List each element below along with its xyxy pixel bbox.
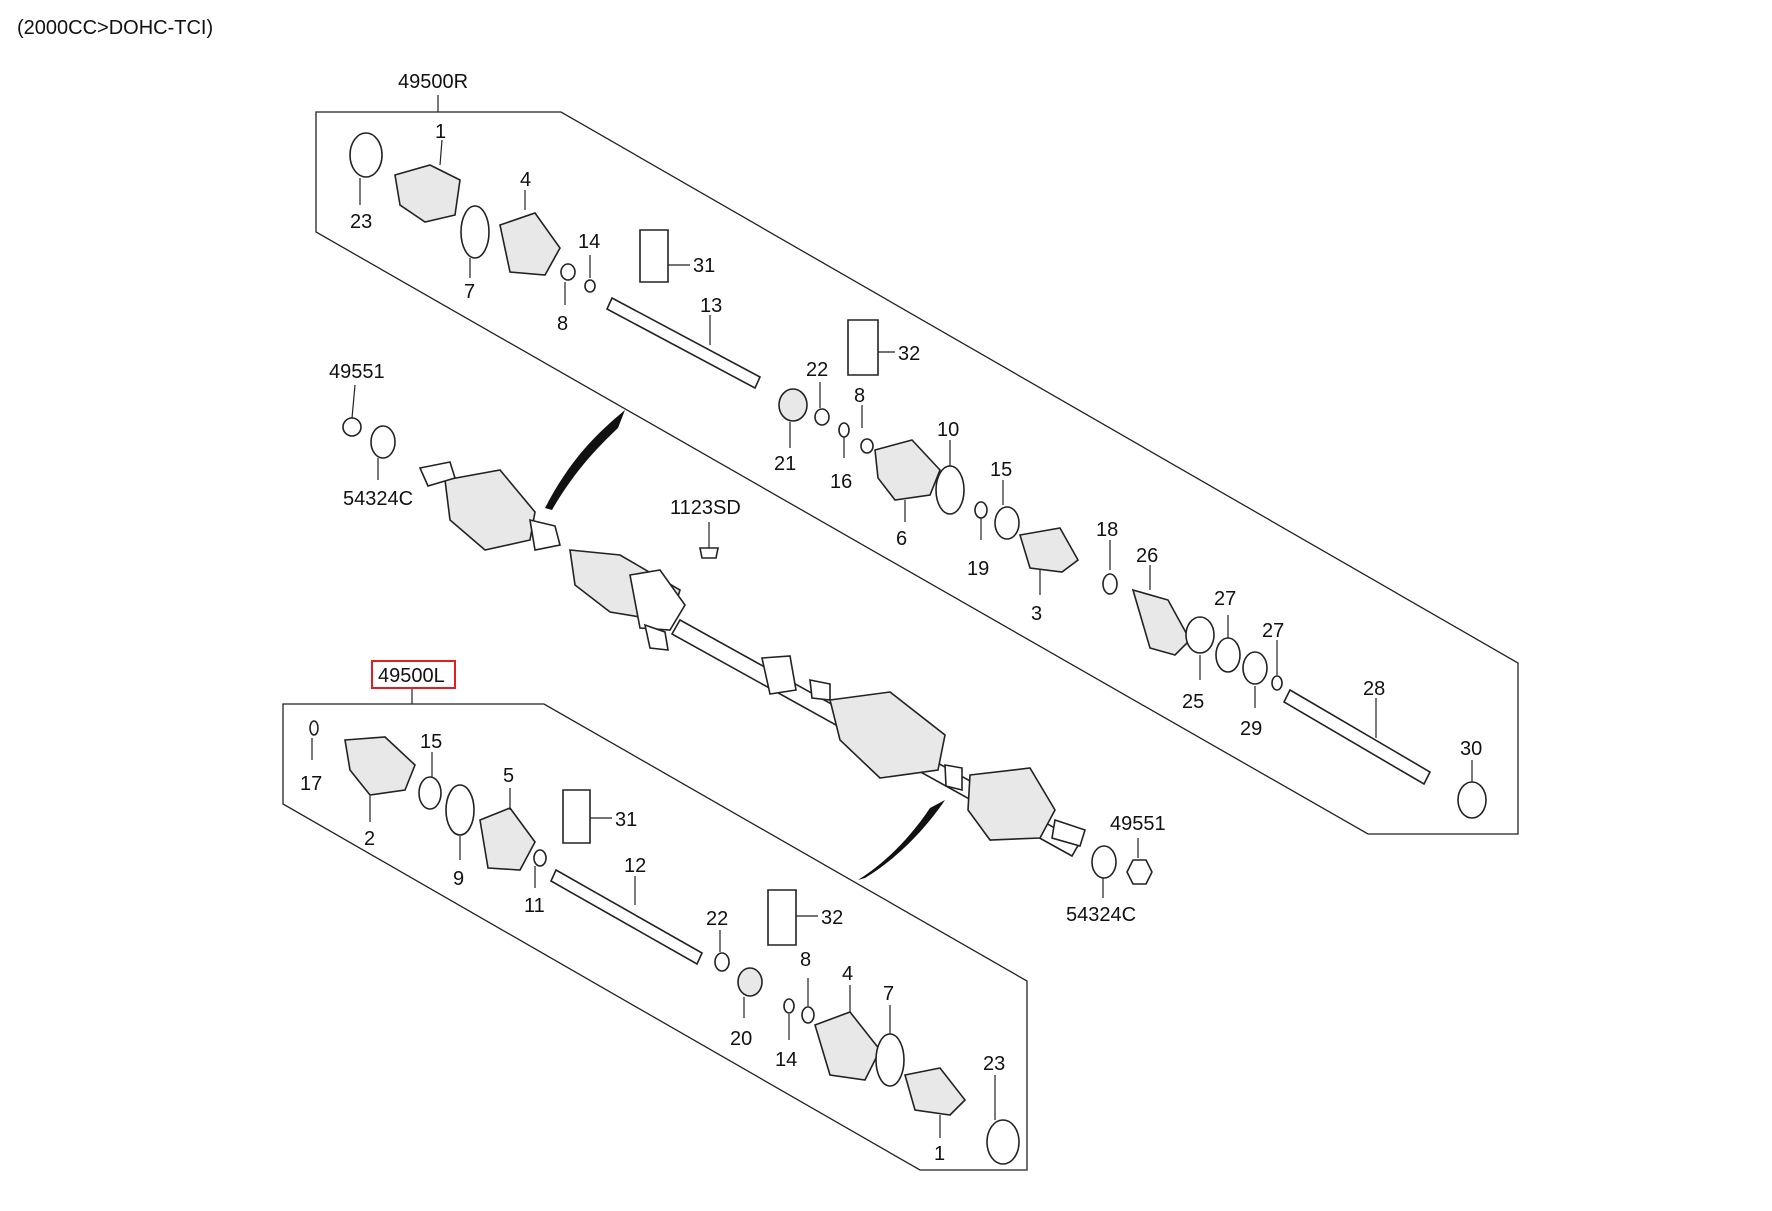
callout-r10[interactable]: 10	[937, 419, 959, 441]
callout-l12[interactable]: 12	[624, 855, 646, 877]
right-assembly-callouts: 23 1 7 4 8 14 31 13 32 22 21 8 16 10 6 1…	[350, 121, 1482, 782]
left-assembly-group: 49500L	[282, 660, 1028, 1171]
callout-l11[interactable]: 11	[524, 895, 545, 917]
right-assembly-label[interactable]: 49500R	[398, 71, 468, 93]
callout-l32[interactable]: 32	[821, 907, 843, 929]
callout-r28[interactable]: 28	[1363, 678, 1385, 700]
right-assembly-parts	[349, 132, 1487, 819]
callout-r3[interactable]: 3	[1031, 603, 1042, 625]
callout-l17[interactable]: 17	[300, 773, 322, 795]
callout-r21[interactable]: 21	[774, 453, 796, 475]
callout-r22[interactable]: 22	[806, 359, 828, 381]
callout-l2[interactable]: 2	[364, 828, 375, 850]
callout-l22[interactable]: 22	[706, 908, 728, 930]
callout-r23[interactable]: 23	[350, 211, 372, 233]
callout-r31[interactable]: 31	[693, 255, 715, 277]
right-assembly-frame	[315, 111, 1519, 835]
callout-l15[interactable]: 15	[420, 731, 442, 753]
left-assembly-label[interactable]: 49500L	[378, 665, 445, 687]
callout-r14[interactable]: 14	[578, 231, 600, 253]
callout-r26[interactable]: 26	[1136, 545, 1158, 567]
callout-r30[interactable]: 30	[1460, 738, 1482, 760]
callout-r15[interactable]: 15	[990, 459, 1012, 481]
left-assembly-parts	[309, 720, 1020, 1165]
right-assembly-group: 49500R	[315, 71, 1519, 835]
callout-54324c-bottom[interactable]: 54324C	[1066, 904, 1136, 926]
callout-1123sd[interactable]: 1123SD	[670, 497, 741, 519]
callout-l31[interactable]: 31	[615, 809, 637, 831]
callout-r6[interactable]: 6	[896, 528, 907, 550]
callout-l7[interactable]: 7	[883, 983, 894, 1005]
callout-r25[interactable]: 25	[1182, 691, 1204, 713]
callout-r19[interactable]: 19	[967, 558, 989, 580]
callout-r8b[interactable]: 8	[854, 385, 865, 407]
callout-r1[interactable]: 1	[435, 121, 446, 143]
left-assembly-highlight	[371, 660, 456, 689]
callout-r13[interactable]: 13	[700, 295, 722, 317]
callout-l4[interactable]: 4	[842, 963, 853, 985]
callout-l14[interactable]: 14	[775, 1049, 797, 1071]
callout-l20[interactable]: 20	[730, 1028, 752, 1050]
callout-49551-top[interactable]: 49551	[329, 361, 385, 383]
callout-r4[interactable]: 4	[520, 169, 531, 191]
callout-r27a[interactable]: 27	[1214, 588, 1236, 610]
callout-r8a[interactable]: 8	[557, 313, 568, 335]
callout-l23[interactable]: 23	[983, 1053, 1005, 1075]
callout-r32[interactable]: 32	[898, 343, 920, 365]
callout-r16[interactable]: 16	[830, 471, 852, 493]
callout-49551-bottom[interactable]: 49551	[1110, 813, 1166, 835]
left-assembly-callouts: 17 15 2 5 9 11 31 12 32 22 20 8 14 4 7 2…	[300, 731, 1005, 1165]
callout-l8[interactable]: 8	[800, 949, 811, 971]
callout-l5[interactable]: 5	[503, 765, 514, 787]
callout-r7[interactable]: 7	[464, 281, 475, 303]
callout-r27b[interactable]: 27	[1262, 620, 1284, 642]
center-callouts: 49551 54324C 1123SD 54324C 49551	[329, 361, 1166, 926]
callout-r18[interactable]: 18	[1096, 519, 1118, 541]
engine-spec-subtitle: (2000CC>DOHC-TCI)	[17, 17, 213, 39]
complete-driveshaft	[418, 410, 1086, 880]
callout-l9[interactable]: 9	[453, 868, 464, 890]
callout-r29[interactable]: 29	[1240, 718, 1262, 740]
callout-54324c-top[interactable]: 54324C	[343, 488, 413, 510]
left-assembly-frame	[282, 703, 1028, 1171]
callout-l1[interactable]: 1	[934, 1143, 945, 1165]
